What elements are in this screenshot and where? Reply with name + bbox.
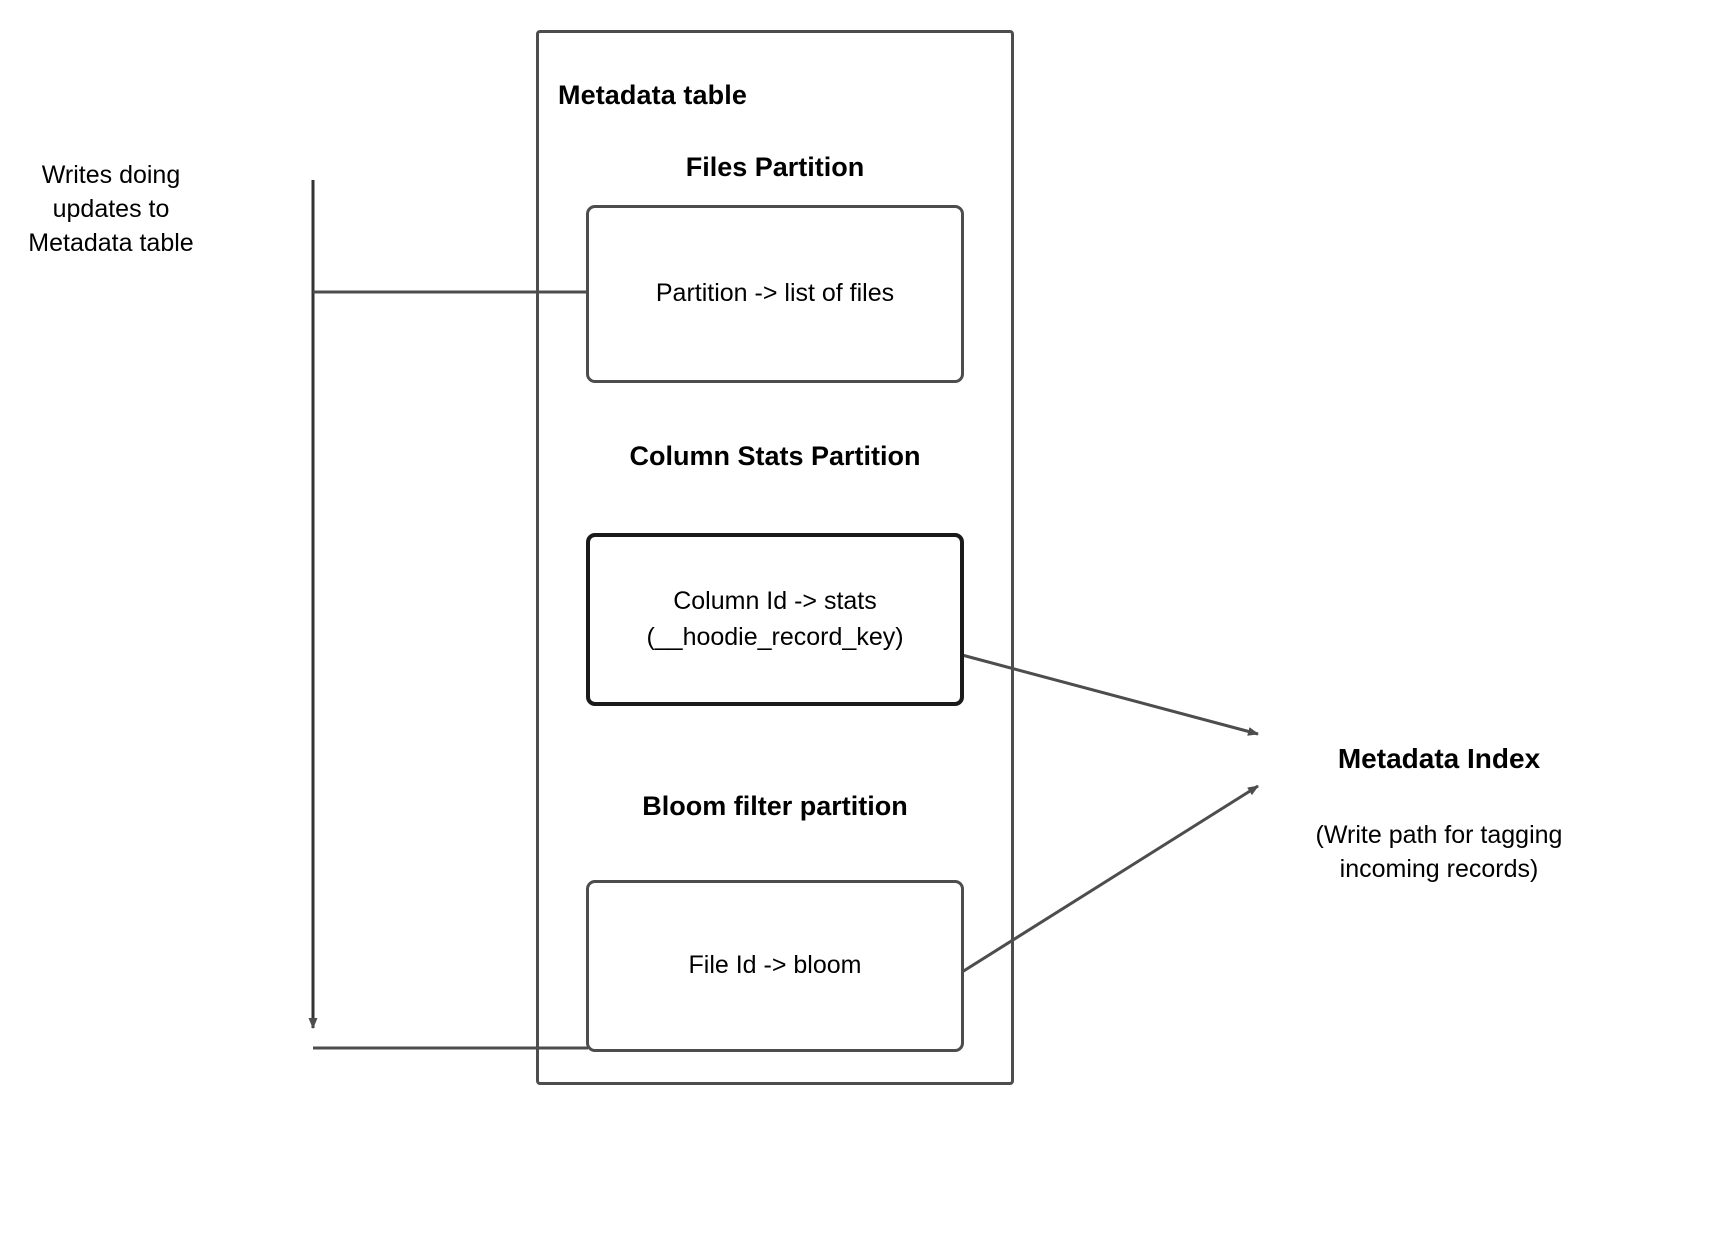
metadata-index-caption: (Write path for tagging incoming records… [1315, 821, 1563, 883]
bloom-filter-partition-heading: Bloom filter partition [642, 791, 908, 821]
metadata-index-title: Metadata Index [1337, 743, 1541, 774]
metadata-table-container [536, 30, 1014, 1085]
files-partition-heading: Files Partition [685, 152, 865, 182]
column-stats-box: Column Id -> stats (__hoodie_record_key) [586, 533, 964, 706]
column-stats-box-label: Column Id -> stats (__hoodie_record_key) [646, 587, 904, 651]
bloom-filter-box-label: File Id -> bloom [688, 951, 862, 980]
files-partition-box: Partition -> list of files [586, 205, 964, 383]
writes-updates-label: Writes doing updates to Metadata table [28, 161, 194, 257]
bloom-filter-box: File Id -> bloom [586, 880, 964, 1052]
column-stats-partition-heading: Column Stats Partition [629, 441, 921, 471]
files-partition-box-label: Partition -> list of files [655, 279, 895, 308]
metadata-table-title: Metadata table [558, 80, 747, 110]
